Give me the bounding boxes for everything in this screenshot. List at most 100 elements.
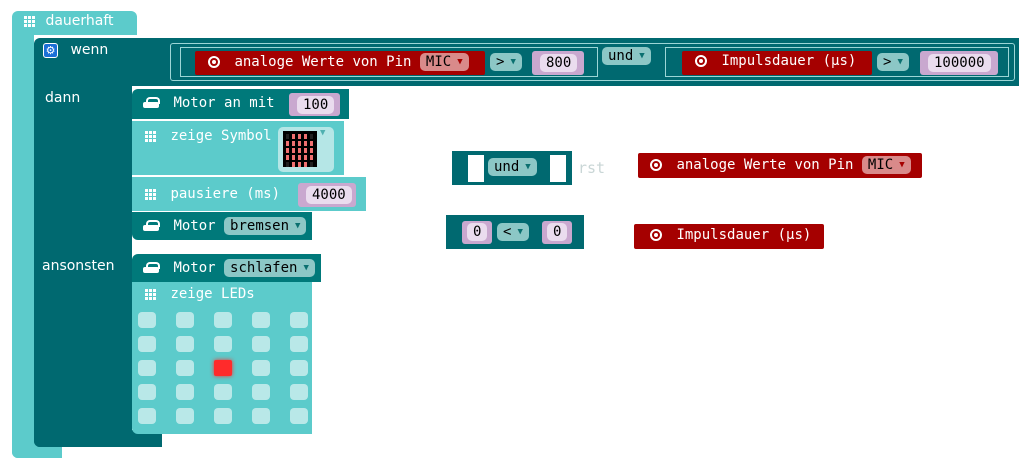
forever-block-body xyxy=(12,30,34,458)
floating-analog-read-content: analoge Werte von Pin MIC ▼ xyxy=(650,156,911,174)
else-label: ansonsten xyxy=(42,258,115,274)
forever-label: dauerhaft xyxy=(45,13,114,29)
chevron-down-icon: ▼ xyxy=(897,57,903,67)
symbol-led xyxy=(304,148,307,153)
led-cell[interactable] xyxy=(176,408,194,424)
led-cell[interactable] xyxy=(252,360,270,376)
motor-brake-label: Motor xyxy=(173,218,216,234)
symbol-led xyxy=(298,141,301,146)
symbol-led xyxy=(298,134,301,139)
led-cell[interactable] xyxy=(214,336,232,352)
led-cell[interactable] xyxy=(252,312,270,328)
led-cell[interactable] xyxy=(214,312,232,328)
floating-logic-dropdown[interactable]: und▼ xyxy=(488,158,537,176)
show-leds-label: zeige LEDs xyxy=(170,286,255,302)
led-cell[interactable] xyxy=(290,336,308,352)
pause-label: pausiere (ms) xyxy=(170,186,281,202)
chevron-down-icon: ▼ xyxy=(303,263,309,273)
number-input-100000[interactable]: 100000 xyxy=(928,54,991,72)
led-cell[interactable] xyxy=(252,408,270,424)
number-input-800[interactable]: 800 xyxy=(540,54,578,72)
led-cell[interactable] xyxy=(290,384,308,400)
symbol-led xyxy=(292,162,295,167)
led-cell[interactable] xyxy=(176,336,194,352)
chevron-down-icon: ▼ xyxy=(899,160,905,170)
led-grid xyxy=(138,312,310,430)
motor-sleep-label: Motor xyxy=(173,260,216,276)
led-cell[interactable] xyxy=(290,360,308,376)
logic-operator-dropdown[interactable]: und▼ xyxy=(602,47,651,65)
led-cell[interactable] xyxy=(252,336,270,352)
symbol-led xyxy=(298,155,301,160)
number-input-left[interactable]: 0 xyxy=(467,223,488,241)
analog-read-content: analoge Werte von Pin MIC▼ xyxy=(208,53,469,71)
symbol-led xyxy=(310,148,313,153)
symbol-led xyxy=(286,162,289,167)
number-input-4000[interactable]: 4000 xyxy=(306,186,352,204)
operator-value: > xyxy=(883,54,892,70)
led-cell[interactable] xyxy=(214,360,232,376)
motor-mode-dropdown[interactable]: bremsen▼ xyxy=(224,217,307,235)
motor-mode-value: schlafen xyxy=(230,260,298,276)
symbol-led xyxy=(304,162,307,167)
symbol-led xyxy=(304,134,307,139)
if-header: ⚙ wenn xyxy=(43,42,108,58)
led-cell[interactable] xyxy=(176,384,194,400)
motor-sleep-content: Motor schlafen ▼ xyxy=(143,259,315,277)
floating-pulse-duration-block[interactable] xyxy=(634,224,824,249)
pin-dropdown[interactable]: MIC▼ xyxy=(419,53,469,71)
led-cell[interactable] xyxy=(214,384,232,400)
floating-pulse-duration-content: Impulsdauer (µs) xyxy=(650,227,811,243)
symbol-led xyxy=(298,162,301,167)
number-input-right[interactable]: 0 xyxy=(547,223,568,241)
if-block-spine xyxy=(34,85,132,447)
led-cell[interactable] xyxy=(290,312,308,328)
led-cell[interactable] xyxy=(138,384,156,400)
floating-analog-read-label: analoge Werte von Pin xyxy=(676,157,854,173)
forever-header: dauerhaft xyxy=(24,13,114,29)
operator-dropdown-right[interactable]: >▼ xyxy=(877,53,909,71)
symbol-led xyxy=(286,155,289,160)
led-cell[interactable] xyxy=(138,360,156,376)
logic-operator-value: und xyxy=(608,48,634,64)
led-cell[interactable] xyxy=(138,408,156,424)
pulse-duration-content: Impulsdauer (µs) xyxy=(695,53,856,69)
floating-pin-dropdown[interactable]: MIC ▼ xyxy=(861,156,911,174)
car-icon xyxy=(143,97,160,109)
led-cell[interactable] xyxy=(176,360,194,376)
operator-value: > xyxy=(496,54,505,70)
led-cell[interactable] xyxy=(176,312,194,328)
car-icon xyxy=(143,262,160,274)
empty-socket-right[interactable] xyxy=(550,155,566,182)
empty-socket-left[interactable] xyxy=(468,155,484,182)
pause-content: pausiere (ms) xyxy=(145,186,280,202)
symbol-led xyxy=(310,155,313,160)
led-cell[interactable] xyxy=(252,384,270,400)
led-cell[interactable] xyxy=(290,408,308,424)
pulse-duration-block[interactable] xyxy=(682,51,872,75)
chevron-down-icon: ▼ xyxy=(295,221,301,231)
number-input-100[interactable]: 100 xyxy=(297,96,335,114)
show-icon-label: zeige Symbol xyxy=(170,128,272,144)
symbol-led xyxy=(292,141,295,146)
target-icon xyxy=(650,159,662,171)
operator-dropdown-left[interactable]: >▼ xyxy=(490,53,522,71)
car-icon xyxy=(143,220,160,232)
led-cell[interactable] xyxy=(214,408,232,424)
show-leds-content: zeige LEDs xyxy=(145,286,255,302)
chevron-down-icon: ▼ xyxy=(510,57,516,67)
if-label: wenn xyxy=(70,42,109,58)
floating-pulse-duration-label: Impulsdauer (µs) xyxy=(676,227,812,243)
then-label: dann xyxy=(45,90,81,106)
pin-value: MIC xyxy=(867,157,894,173)
logic-operator-value: und xyxy=(494,159,520,175)
floating-operator-dropdown[interactable]: <▼ xyxy=(497,223,529,241)
motor-mode-dropdown[interactable]: schlafen ▼ xyxy=(224,259,315,277)
chevron-down-icon: ▼ xyxy=(457,57,463,67)
symbol-led xyxy=(286,148,289,153)
led-cell[interactable] xyxy=(138,312,156,328)
chevron-down-icon: ▼ xyxy=(517,227,523,237)
operator-value: < xyxy=(503,224,512,240)
led-cell[interactable] xyxy=(138,336,156,352)
motor-brake-content: Motor bremsen▼ xyxy=(143,217,307,235)
